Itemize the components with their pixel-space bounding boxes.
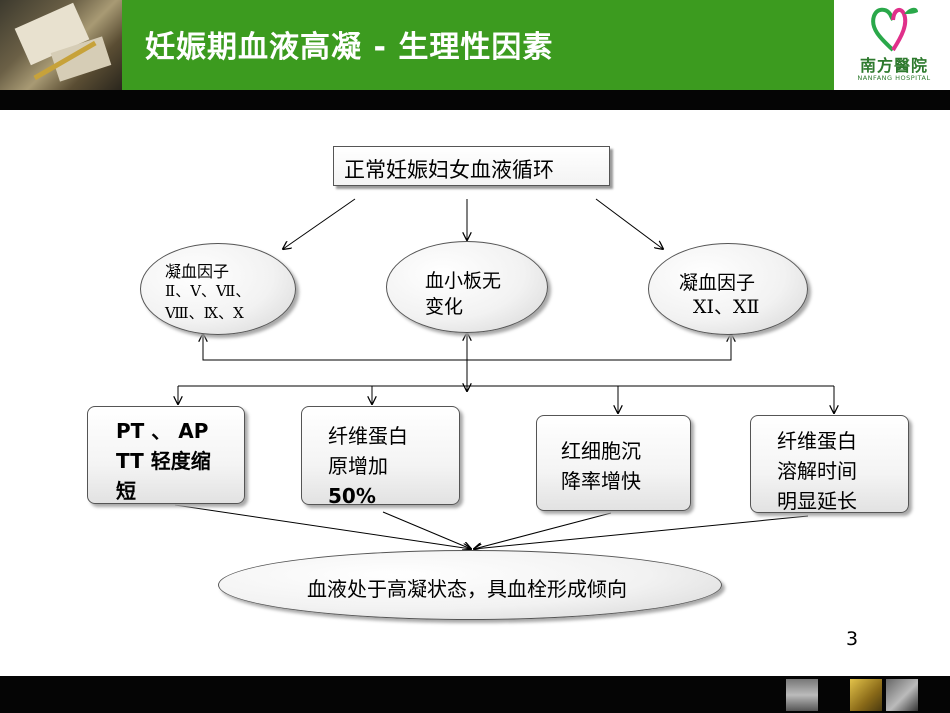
box-1-line3: 短 (116, 479, 136, 503)
arrow-top-to-left (283, 198, 356, 249)
node-coag-factors-right: 凝血因子 ⅩⅠ、ⅩⅡ (648, 243, 808, 335)
bottom-ellipse-text: 血液处于高凝状态，具血栓形成倾向 (307, 577, 627, 601)
arrow-box-1-to-bottom (174, 504, 471, 549)
node-coag-factors-left: 凝血因子 Ⅱ、Ⅴ、Ⅶ、 Ⅷ、Ⅸ、Ⅹ (140, 243, 296, 335)
node-normal-circulation: 正常妊娠妇女血液循环 (333, 146, 610, 186)
logo-text: 南方醫院 (859, 56, 928, 75)
slide-title: 妊娠期血液高凝 - 生理性因素 (145, 30, 554, 65)
box-4-line2: 溶解时间 (777, 459, 857, 483)
hospital-logo: 南方醫院 NANFANG HOSPITAL (832, 0, 950, 90)
logo-subtext: NANFANG HOSPITAL (857, 74, 931, 82)
box-3-line1: 红细胞沉 (561, 439, 641, 463)
node-platelets: 血小板无 变化 (386, 241, 548, 333)
right-ellipse-line1: 凝血因子 (679, 272, 756, 294)
box-fibrinolysis: 纤维蛋白 溶解时间 明显延长 (750, 415, 909, 513)
arrow-box-2-to-bottom (382, 511, 471, 549)
footer-thumbnail-2 (850, 679, 882, 711)
center-ellipse-line1: 血小板无 (425, 270, 502, 292)
box-fibrinogen: 纤维蛋白 原增加 50% (301, 406, 460, 508)
right-ellipse-line2: ⅩⅠ、ⅩⅡ (693, 296, 760, 318)
left-ellipse-line3: Ⅷ、Ⅸ、Ⅹ (165, 304, 244, 322)
arrow-box-3-to-bottom (474, 512, 612, 549)
box-3-line2: 降率增快 (561, 469, 641, 493)
box-4-line1: 纤维蛋白 (777, 429, 857, 453)
footer-thumbnail-1 (786, 679, 818, 711)
page-number: 3 (846, 628, 859, 650)
box-1-line2: TT 轻度缩 (116, 449, 211, 473)
box-4-line3: 明显延长 (777, 489, 857, 513)
box-2-line2: 原增加 (328, 454, 388, 478)
arrow-top-to-right (595, 198, 663, 249)
slide-header: 妊娠期血液高凝 - 生理性因素 南方醫院 NANFANG HOSPITAL (0, 0, 950, 90)
title-bar (122, 0, 832, 90)
left-ellipse-line2: Ⅱ、Ⅴ、Ⅶ、 (165, 282, 251, 300)
box-2-line1: 纤维蛋白 (328, 424, 408, 448)
heart-leaf-logo-icon (871, 7, 918, 52)
left-ellipse-line1: 凝血因子 (165, 262, 230, 281)
box-esr: 红细胞沉 降率增快 (536, 415, 691, 511)
footer-thumbnail-3 (886, 679, 918, 711)
box-pt-aptt: PT 、 AP TT 轻度缩 短 (87, 406, 245, 504)
box-1-line1: PT 、 AP (116, 419, 209, 443)
footer-band (0, 676, 950, 713)
node-hypercoagulable-state: 血液处于高凝状态，具血栓形成倾向 (218, 550, 722, 620)
center-ellipse-line2: 变化 (425, 296, 464, 318)
arrow-box-4-to-bottom (474, 515, 809, 549)
box-2-line3: 50% (328, 484, 376, 508)
header-divider-band (0, 90, 950, 110)
header-photo (0, 0, 122, 90)
